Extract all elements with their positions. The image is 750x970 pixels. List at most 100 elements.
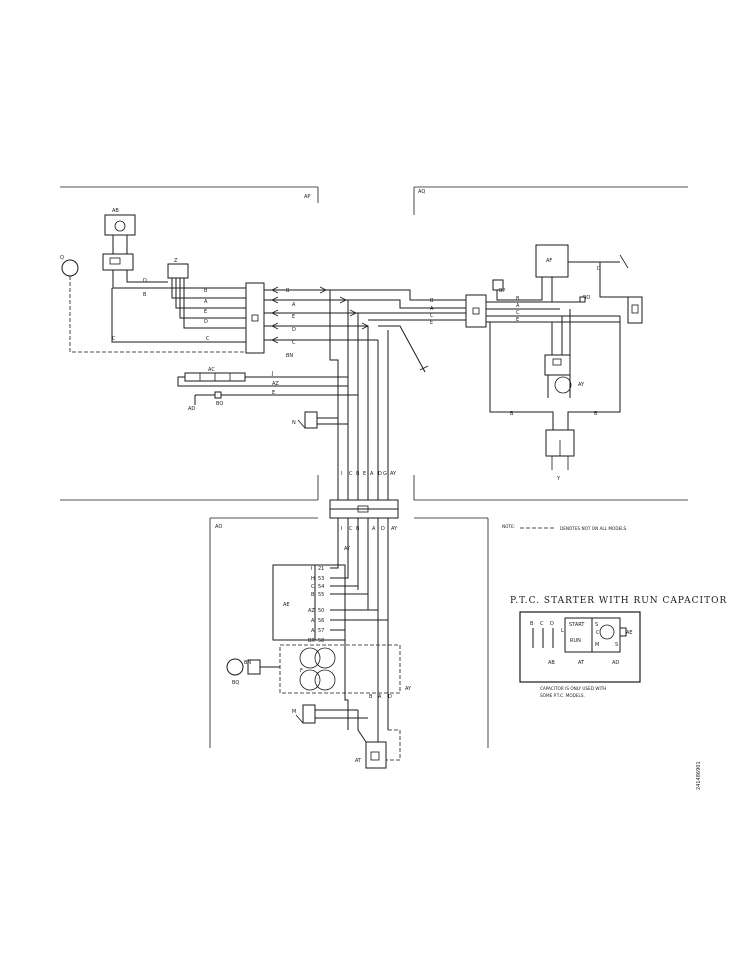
svg-text:58: 58	[318, 638, 324, 644]
svg-text:A: A	[378, 694, 382, 700]
svg-text:A: A	[204, 299, 208, 305]
svg-text:Z: Z	[174, 258, 178, 264]
svg-text:C: C	[430, 313, 434, 319]
component-q: Q	[60, 255, 246, 353]
svg-text:S: S	[615, 642, 618, 648]
svg-text:BO: BO	[583, 295, 590, 301]
svg-text:SOME P.T.C. MODELS.: SOME P.T.C. MODELS.	[540, 693, 585, 698]
svg-text:B: B	[356, 471, 360, 477]
svg-text:B: B	[594, 411, 598, 417]
svg-text:E: E	[516, 317, 519, 323]
component-fan: AY	[544, 309, 585, 398]
switch-bo	[579, 296, 586, 303]
section-label-aq: AQ	[418, 189, 425, 195]
svg-text:AZ: AZ	[308, 608, 315, 614]
svg-text:AT: AT	[578, 660, 585, 666]
svg-text:AD: AD	[188, 406, 195, 412]
svg-text:AC: AC	[208, 367, 215, 373]
svg-text:C: C	[540, 621, 544, 627]
svg-text:M: M	[595, 642, 599, 648]
svg-text:AD: AD	[612, 660, 619, 666]
svg-text:CAPACITOR IS ONLY USED WITH: CAPACITOR IS ONLY USED WITH	[540, 686, 606, 691]
svg-text:D: D	[143, 278, 147, 284]
svg-text:C: C	[596, 630, 600, 636]
trunk-top	[330, 289, 466, 373]
svg-text:A: A	[372, 526, 376, 532]
svg-text:B: B	[311, 592, 315, 598]
svg-text:B: B	[369, 694, 373, 700]
svg-text:C: C	[112, 336, 116, 342]
svg-text:D: D	[388, 694, 392, 700]
section-frames	[60, 186, 688, 748]
svg-text:B: B	[286, 288, 290, 294]
svg-text:B: B	[530, 621, 534, 627]
svg-text:50: 50	[318, 608, 324, 614]
svg-text:AY: AY	[390, 471, 397, 477]
svg-text:AT: AT	[355, 758, 362, 764]
component-af: AF	[496, 244, 620, 303]
svg-text:G: G	[383, 471, 387, 477]
component-ab: AB	[102, 208, 246, 289]
svg-text:START: START	[569, 622, 585, 628]
svg-text:BN: BN	[244, 660, 251, 666]
svg-text:I: I	[341, 471, 342, 477]
section-label-ap: AP	[304, 194, 310, 200]
svg-text:AE: AE	[626, 630, 633, 636]
svg-text:D: D	[550, 621, 554, 627]
svg-text:AY: AY	[391, 526, 398, 532]
svg-text:C: C	[516, 310, 520, 316]
svg-text:NOTE:: NOTE:	[502, 524, 515, 529]
svg-text:C: C	[311, 584, 315, 590]
svg-text:A: A	[292, 302, 296, 308]
svg-text:AY: AY	[578, 382, 585, 388]
component-at: AT	[355, 700, 401, 769]
svg-text:AB: AB	[548, 660, 555, 666]
svg-text:I: I	[341, 526, 342, 532]
svg-text:S: S	[595, 622, 598, 628]
component-m: M	[292, 704, 368, 724]
harness-connector-right	[465, 294, 620, 328]
svg-text:BQ: BQ	[232, 680, 239, 686]
svg-text:BP: BP	[499, 288, 505, 294]
svg-text:DENOTES NOT ON ALL MODELS.: DENOTES NOT ON ALL MODELS.	[560, 526, 628, 531]
component-ar: BP	[492, 279, 505, 294]
svg-text:D: D	[597, 266, 601, 272]
svg-text:L: L	[561, 628, 564, 634]
svg-text:BR: BR	[308, 638, 315, 644]
component-ac: AC AD BO	[177, 367, 358, 412]
component-n: N	[292, 411, 348, 429]
component-f: F	[279, 640, 401, 730]
ptc-detail: P.T.C. STARTER WITH RUN CAPACITOR B C D …	[510, 596, 726, 698]
harness-connector-bottom	[329, 499, 399, 730]
svg-text:AZ: AZ	[272, 381, 279, 387]
svg-text:E: E	[292, 314, 295, 320]
svg-text:BN: BN	[286, 353, 293, 359]
svg-text:N: N	[292, 420, 296, 426]
svg-text:A: A	[311, 628, 315, 634]
svg-text:55: 55	[318, 592, 324, 598]
svg-text:A: A	[430, 306, 434, 312]
svg-text:RUN: RUN	[570, 638, 581, 644]
svg-text:AY: AY	[344, 546, 351, 552]
svg-text:C: C	[349, 471, 353, 477]
svg-text:A: A	[516, 303, 520, 309]
svg-text:D: D	[292, 327, 296, 333]
section-label-ao: AO	[215, 524, 222, 530]
svg-text:AE: AE	[283, 602, 290, 608]
svg-text:BO: BO	[216, 401, 223, 407]
svg-text:B: B	[430, 298, 434, 304]
part-number: 241486901	[696, 761, 702, 790]
component-z: Z	[111, 258, 246, 343]
svg-text:J: J	[271, 371, 273, 377]
component-bq: BN BQ	[226, 658, 280, 686]
svg-text:AY: AY	[405, 686, 412, 692]
svg-text:Q: Q	[60, 255, 64, 261]
svg-text:D: D	[378, 471, 382, 477]
svg-text:C: C	[206, 336, 210, 342]
svg-text:B: B	[516, 296, 520, 302]
svg-text:AF: AF	[546, 258, 552, 264]
svg-text:I: I	[311, 566, 312, 572]
svg-text:B: B	[510, 411, 514, 417]
svg-text:B: B	[204, 288, 208, 294]
